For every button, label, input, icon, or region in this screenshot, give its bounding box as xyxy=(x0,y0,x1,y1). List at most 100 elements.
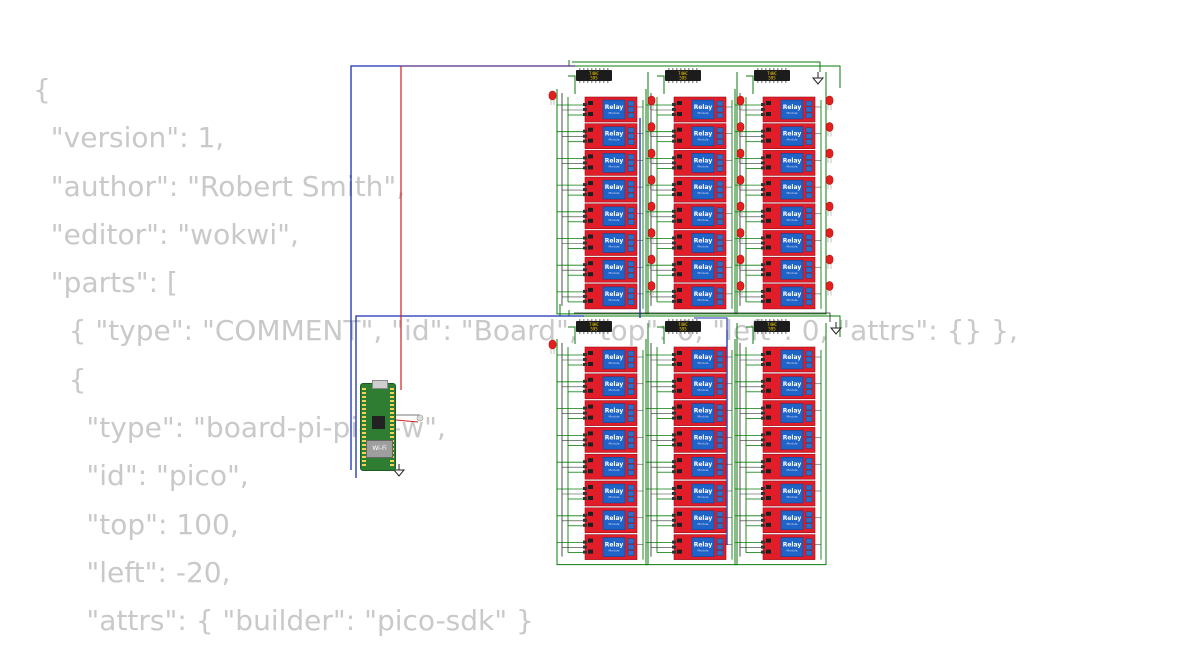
shift-register-label: 595 xyxy=(768,327,776,332)
relay-title: Relay xyxy=(694,157,713,164)
relay-subtitle: Module xyxy=(787,111,798,115)
relay-subtitle: Module xyxy=(609,218,620,222)
led-icon xyxy=(647,254,656,269)
code-line: { xyxy=(33,73,51,106)
code-line: "parts": [ xyxy=(33,266,178,300)
relay-title: Relay xyxy=(783,264,802,271)
wifi-module-label: Wi-Fi xyxy=(366,440,393,458)
relay-subtitle: Module xyxy=(787,191,798,195)
relay-title: Relay xyxy=(783,238,802,245)
code-line: "top": 100, xyxy=(33,507,239,541)
pin-header-right xyxy=(390,388,394,468)
relay-subtitle: Module xyxy=(787,298,798,302)
relay-title: Relay xyxy=(783,542,802,549)
relay-title: Relay xyxy=(605,542,624,549)
code-line: { "type": "COMMENT", "id": "Board", "top… xyxy=(33,314,1018,348)
relay-title: Relay xyxy=(783,211,802,218)
wire xyxy=(568,310,841,337)
relay-title: Relay xyxy=(783,461,802,468)
relay-subtitle: Module xyxy=(698,441,709,445)
relay-subtitle: Module xyxy=(609,191,620,195)
led-icon xyxy=(647,281,656,296)
relay-title: Relay xyxy=(783,354,802,361)
connector-dot xyxy=(416,414,424,422)
shift-register-label: 595 xyxy=(768,76,776,81)
relay-subtitle: Module xyxy=(698,164,709,168)
relay-title: Relay xyxy=(605,434,624,441)
relay-subtitle: Module xyxy=(698,138,709,142)
wire xyxy=(568,60,841,88)
relay-subtitle: Module xyxy=(698,361,709,365)
wire xyxy=(694,317,728,330)
relay-title: Relay xyxy=(694,238,713,245)
relay-subtitle: Module xyxy=(698,415,709,419)
shift-register-label: 74HC xyxy=(678,322,688,327)
relay-subtitle: Module xyxy=(698,522,709,526)
relay-subtitle: Module xyxy=(698,468,709,472)
rp2040-chip xyxy=(372,416,385,429)
relay-subtitle: Module xyxy=(787,218,798,222)
relay-subtitle: Module xyxy=(698,191,709,195)
relay-subtitle: Module xyxy=(609,441,620,445)
led-icon xyxy=(736,281,745,296)
led-icon xyxy=(548,90,557,105)
relay-subtitle: Module xyxy=(609,495,620,499)
code-line: "left": -20, xyxy=(33,555,231,589)
led-icon xyxy=(736,95,745,110)
relay-subtitle: Module xyxy=(787,441,798,445)
shift-register-label: 74HC xyxy=(767,322,777,327)
relay-title: Relay xyxy=(783,488,802,495)
relay-subtitle: Module xyxy=(787,415,798,419)
relay-subtitle: Module xyxy=(787,245,798,249)
relay-subtitle: Module xyxy=(609,271,620,275)
relay-subtitle: Module xyxy=(609,138,620,142)
ground-icon xyxy=(392,464,406,477)
relay-subtitle: Module xyxy=(609,388,620,392)
relay-title: Relay xyxy=(783,104,802,111)
relay-subtitle: Module xyxy=(787,361,798,365)
relay-subtitle: Module xyxy=(609,298,620,302)
relay-subtitle: Module xyxy=(698,245,709,249)
relay-title: Relay xyxy=(694,131,713,138)
shift-register-label: 74HC xyxy=(589,322,599,327)
code-line: { xyxy=(33,362,87,396)
shift-register-label: 74HC xyxy=(767,71,777,76)
pico-board[interactable]: Wi-Fi xyxy=(360,380,396,471)
led-icon xyxy=(647,148,656,163)
relay-subtitle: Module xyxy=(787,468,798,472)
wire xyxy=(657,75,665,94)
led-icon xyxy=(825,254,834,269)
relay-title: Relay xyxy=(605,461,624,468)
relay-title: Relay xyxy=(694,211,713,218)
relay-title: Relay xyxy=(783,184,802,191)
relay-title: Relay xyxy=(783,515,802,522)
relay-subtitle: Module xyxy=(787,549,798,553)
relay-title: Relay xyxy=(605,104,624,111)
